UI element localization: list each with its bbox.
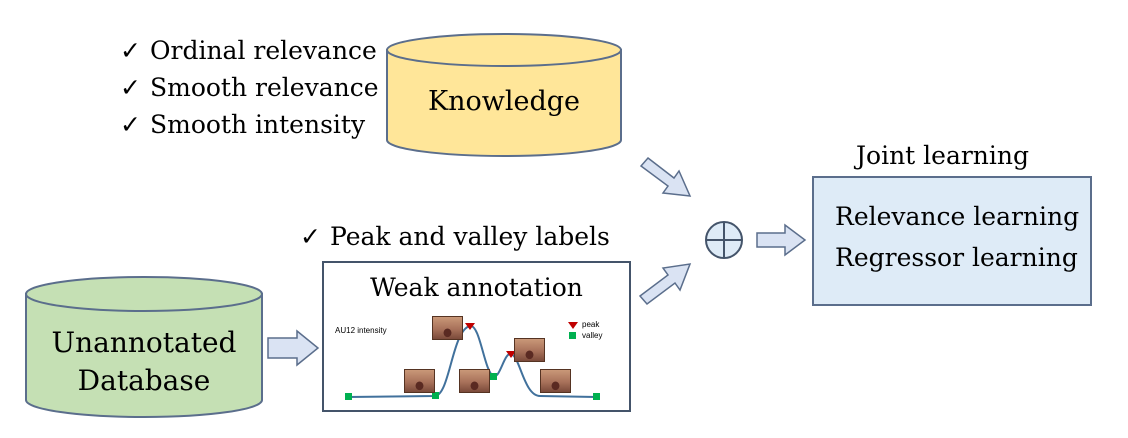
- check-icon: ✓: [300, 222, 321, 251]
- face-thumbnail: [459, 369, 490, 393]
- database-label: Unannotated Database: [26, 324, 262, 400]
- valley-marker: [593, 393, 600, 400]
- face-thumbnail: [404, 369, 435, 393]
- arrow-icon: [638, 263, 692, 306]
- legend-peak-label: peak: [582, 320, 600, 329]
- arrow-icon: [756, 223, 807, 257]
- check-icon: ✓: [120, 36, 141, 65]
- face-thumbnail: [432, 316, 463, 340]
- checklist-text: Smooth relevance: [150, 73, 379, 102]
- check-icon: ✓: [120, 73, 141, 102]
- face-thumbnail: [540, 369, 571, 393]
- plus-circle-icon: [705, 221, 743, 259]
- legend-valley-label: valley: [582, 331, 603, 340]
- peak-marker: [506, 351, 516, 358]
- legend-peak-marker: [568, 322, 578, 329]
- valley-marker: [432, 392, 439, 399]
- checklist-item: ✓ Smooth intensity: [120, 112, 379, 137]
- joint-learning-title: Joint learning: [856, 141, 1030, 170]
- valley-marker: [490, 373, 497, 380]
- knowledge-cylinder: [386, 33, 622, 157]
- joint-learning-box: [812, 176, 1092, 306]
- arrow-icon: [639, 156, 692, 197]
- checklist-text: Peak and valley labels: [330, 222, 610, 251]
- database-label-line1: Unannotated: [51, 326, 237, 359]
- joint-learning-list: Relevance learning Regressor learning: [835, 204, 1079, 270]
- checklist-item: ✓ Ordinal relevance: [120, 38, 379, 63]
- database-label-line2: Database: [77, 363, 211, 397]
- knowledge-title: Knowledge: [427, 86, 581, 117]
- legend-valley-marker: [569, 332, 576, 339]
- weak-checklist-item: ✓ Peak and valley labels: [300, 224, 610, 249]
- peak-marker: [465, 323, 475, 330]
- knowledge-checklist: ✓ Ordinal relevance ✓ Smooth relevance ✓ Sm…: [120, 38, 379, 137]
- weak-annotation-title: Weak annotation: [370, 273, 583, 302]
- checklist-text: Ordinal relevance: [150, 36, 377, 65]
- checklist-text: Smooth intensity: [150, 110, 366, 139]
- plot-label: AU12 intensity: [335, 326, 387, 335]
- arrow-icon: [267, 329, 320, 367]
- joint-learning-item: Relevance learning: [835, 202, 1080, 231]
- database-cylinder: [25, 276, 263, 418]
- face-thumbnail: [514, 338, 545, 362]
- joint-learning-item: Regressor learning: [835, 243, 1078, 272]
- valley-marker: [345, 393, 352, 400]
- check-icon: ✓: [120, 110, 141, 139]
- checklist-item: ✓ Smooth relevance: [120, 75, 379, 100]
